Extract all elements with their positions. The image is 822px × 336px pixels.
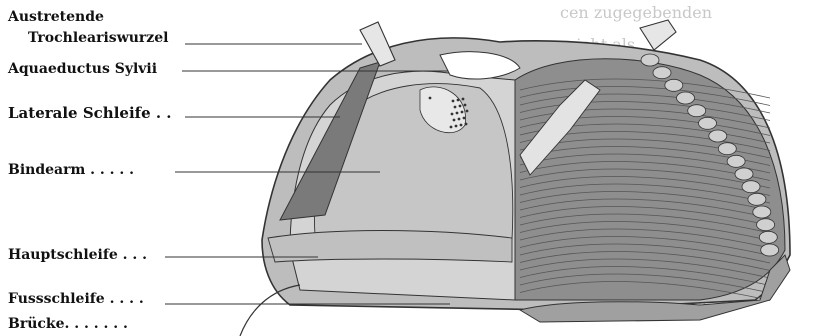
cell-dot	[465, 123, 468, 126]
lobule	[742, 181, 760, 193]
cell-dot	[450, 126, 453, 129]
show-through-line: cen zugegebenden	[560, 3, 712, 22]
cell-dot	[460, 124, 463, 127]
lobule	[641, 54, 659, 66]
label-bruecke: Brücke. . . . . . .	[8, 316, 128, 332]
cell-dot	[454, 106, 457, 109]
lobule	[677, 92, 695, 104]
label-trochleariswurzel: Trochleariswurzel	[28, 30, 168, 46]
lobule	[727, 155, 745, 167]
cell-dot	[429, 97, 432, 100]
cell-dot	[458, 118, 461, 121]
lobule	[718, 143, 736, 155]
lobule	[699, 117, 717, 129]
lobule	[688, 105, 706, 117]
lobule	[709, 130, 727, 142]
cell-dot	[457, 99, 460, 102]
cell-dot	[463, 117, 466, 120]
cell-dot	[451, 113, 454, 116]
label-laterale-schleife: Laterale Schleife . .	[8, 105, 172, 121]
cell-dot	[459, 105, 462, 108]
lobule	[653, 67, 671, 79]
cell-dot	[466, 110, 469, 113]
lobule	[757, 219, 775, 231]
lobule	[761, 244, 779, 256]
cell-dot	[453, 119, 456, 122]
trochlear-root-right	[640, 20, 676, 50]
lobule	[735, 168, 753, 180]
label-aquaeductus: Aquaeductus Sylvii	[8, 61, 157, 77]
cell-dot	[455, 125, 458, 128]
lobule	[665, 79, 683, 91]
cell-dot	[452, 100, 455, 103]
label-fussschleife: Fussschleife . . . .	[8, 291, 144, 307]
lobule	[753, 206, 771, 218]
label-austretende: Austretende	[8, 9, 104, 25]
lobule	[748, 193, 766, 205]
cell-dot	[462, 98, 465, 101]
lobule	[759, 231, 777, 243]
cell-dot	[456, 112, 459, 115]
cell-dot	[464, 104, 467, 107]
label-bindearm: Bindearm . . . . .	[8, 162, 134, 178]
cell-dot	[461, 111, 464, 114]
label-hauptschleife: Hauptschleife . . .	[8, 247, 147, 263]
